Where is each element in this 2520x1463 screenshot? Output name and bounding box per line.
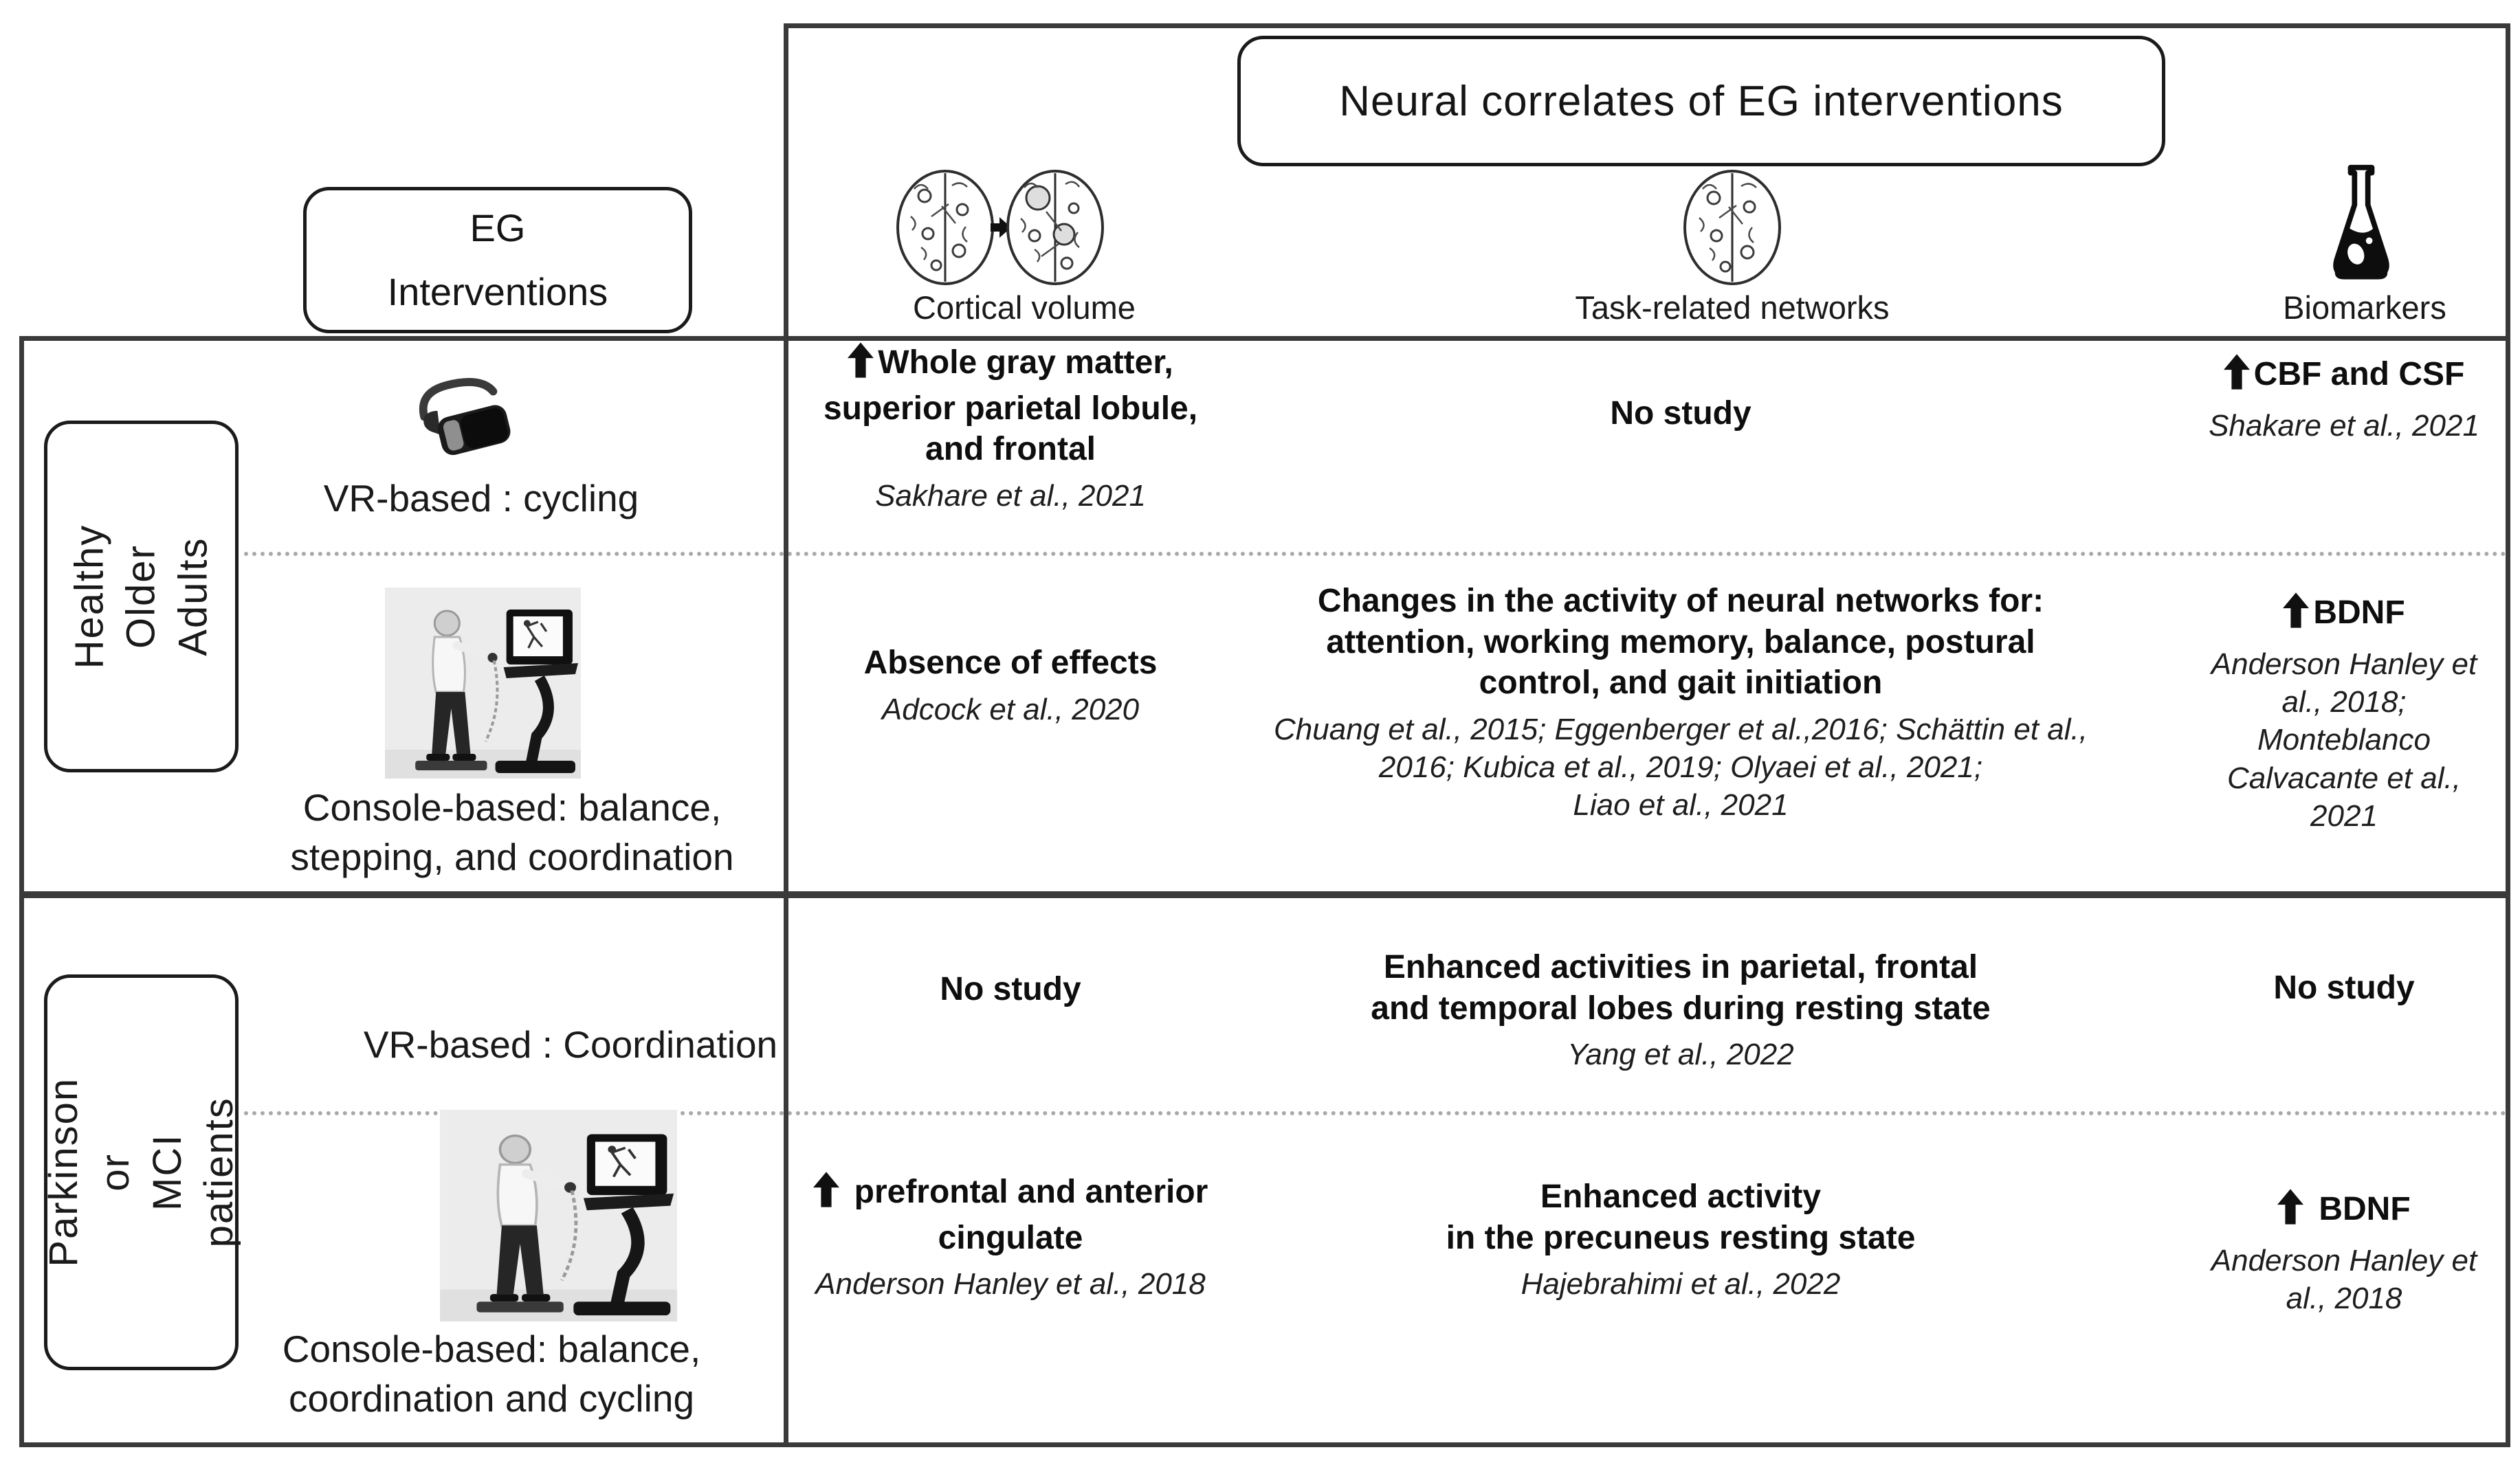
citation-text: Anderson Hanley et al., 2018 [2211, 1243, 2477, 1315]
dashed-row-divider [244, 1111, 2507, 1115]
cell-healthy-vr-biomarkers: CBF and CSF Shakare et al., 2021 [2152, 354, 2520, 445]
up-arrow-icon [2283, 592, 2310, 638]
citation-text: Anderson Hanley et al., 2018; Monteblanc… [2211, 647, 2477, 834]
eg-interventions-header-box: EG Interventions [303, 187, 692, 333]
group-box-parkinson-mci: Parkinson or MCI patients [41, 974, 241, 1370]
citation-text: Adcock et al., 2020 [881, 692, 1140, 726]
cell-parkinson-console-task: Enhanced activity in the precuneus resti… [1234, 1176, 2127, 1303]
group-label-parkinson-mci: Parkinson or MCI patients [41, 1077, 241, 1267]
group-box-healthy-older-adults: Healthy Older Adults [44, 421, 239, 772]
finding-text: No study [940, 971, 1081, 1007]
figure-title-box: Neural correlates of EG interventions [1237, 36, 2165, 166]
finding-text: Absence of effects [863, 645, 1158, 681]
citation-text: Chuang et al., 2015; Eggenberger et al.,… [1274, 712, 2088, 823]
citation-text: Shakare et al., 2021 [2209, 408, 2479, 443]
intervention-label-console-balance: Console-based: balance, stepping, and co… [290, 786, 734, 878]
column-header-task-networks: Task-related networks [1575, 289, 1890, 326]
brain-network-icon [1683, 170, 1781, 285]
cell-parkinson-vr-task: Enhanced activities in parietal, frontal… [1234, 947, 2127, 1073]
exergame-console-photo-svg [440, 1110, 677, 1321]
finding-text: Enhanced activity in the precuneus resti… [1446, 1179, 1916, 1256]
citation-text: Anderson Hanley et al., 2018 [815, 1267, 1206, 1302]
up-arrow-icon [813, 1172, 839, 1218]
intervention-label-console-cycling: Console-based: balance, coordination and… [282, 1328, 701, 1420]
citation-text: Yang et al., 2022 [1567, 1038, 1794, 1072]
exergame-console-photo [440, 1110, 677, 1321]
dashed-row-divider [244, 552, 2507, 556]
group-label-healthy-older-adults: Healthy Older Adults [67, 524, 216, 669]
vr-headset-icon [419, 378, 511, 456]
intervention-label-vr-cycling: VR-based : cycling [323, 477, 639, 520]
cell-healthy-console-cortical: Absence of effects Adcock et al., 2020 [763, 643, 1258, 728]
exergame-console-photo-svg [385, 588, 581, 779]
finding-text: prefrontal and anterior cingulate [763, 1172, 1258, 1258]
header-divider-line [19, 336, 2510, 341]
up-arrow-icon [2223, 354, 2250, 400]
cell-parkinson-console-cortical: prefrontal and anterior cingulate Anders… [763, 1172, 1258, 1303]
cell-healthy-vr-cortical: Whole gray matter, superior parietal lob… [763, 342, 1258, 515]
vr-headset-icon-wrap [411, 378, 521, 464]
up-arrow-icon [2277, 1189, 2304, 1235]
eg-interventions-header: EG Interventions [387, 206, 608, 313]
column-header-cortical-volume: Cortical volume [913, 289, 1136, 326]
finding-text: CBF and CSF [2152, 354, 2520, 400]
figure-title: Neural correlates of EG interventions [1339, 77, 2064, 125]
cell-parkinson-vr-biomarkers: No study [2152, 968, 2520, 1009]
finding-text: Whole gray matter, superior parietal lob… [763, 342, 1258, 470]
cell-healthy-console-biomarkers: BDNF Anderson Hanley et al., 2018; Monte… [2152, 592, 2520, 836]
cell-healthy-console-task: Changes in the activity of neural networ… [1234, 581, 2127, 825]
column-header-biomarkers: Biomarkers [2283, 289, 2446, 326]
cortical-volume-header-icon-wrap [894, 167, 1107, 288]
cell-healthy-vr-task: No study [1234, 393, 2127, 434]
finding-text: No study [2273, 970, 2415, 1006]
cell-parkinson-vr-cortical: No study [763, 969, 1258, 1010]
finding-text: BDNF [2152, 592, 2520, 638]
exergame-console-photo [385, 588, 581, 779]
finding-text: BDNF [2152, 1189, 2520, 1235]
section-divider-line [19, 891, 2510, 898]
citation-text: Sakhare et al., 2021 [875, 478, 1146, 513]
flask-icon [2332, 164, 2389, 280]
brain-slices-arrow-icon [896, 170, 1104, 285]
task-networks-header-icon-wrap [1677, 167, 1787, 288]
finding-text: Changes in the activity of neural networ… [1317, 583, 2044, 702]
up-arrow-icon [848, 342, 874, 388]
intervention-label-vr-coordination: VR-based : Coordination [363, 1023, 778, 1066]
finding-text: Enhanced activities in parietal, frontal… [1371, 949, 1991, 1027]
citation-text: Hajebrahimi et al., 2022 [1521, 1267, 1841, 1302]
biomarkers-header-icon-wrap [2318, 164, 2404, 289]
finding-text: No study [1610, 395, 1751, 432]
cell-parkinson-console-biomarkers: BDNF Anderson Hanley et al., 2018 [2152, 1189, 2520, 1317]
